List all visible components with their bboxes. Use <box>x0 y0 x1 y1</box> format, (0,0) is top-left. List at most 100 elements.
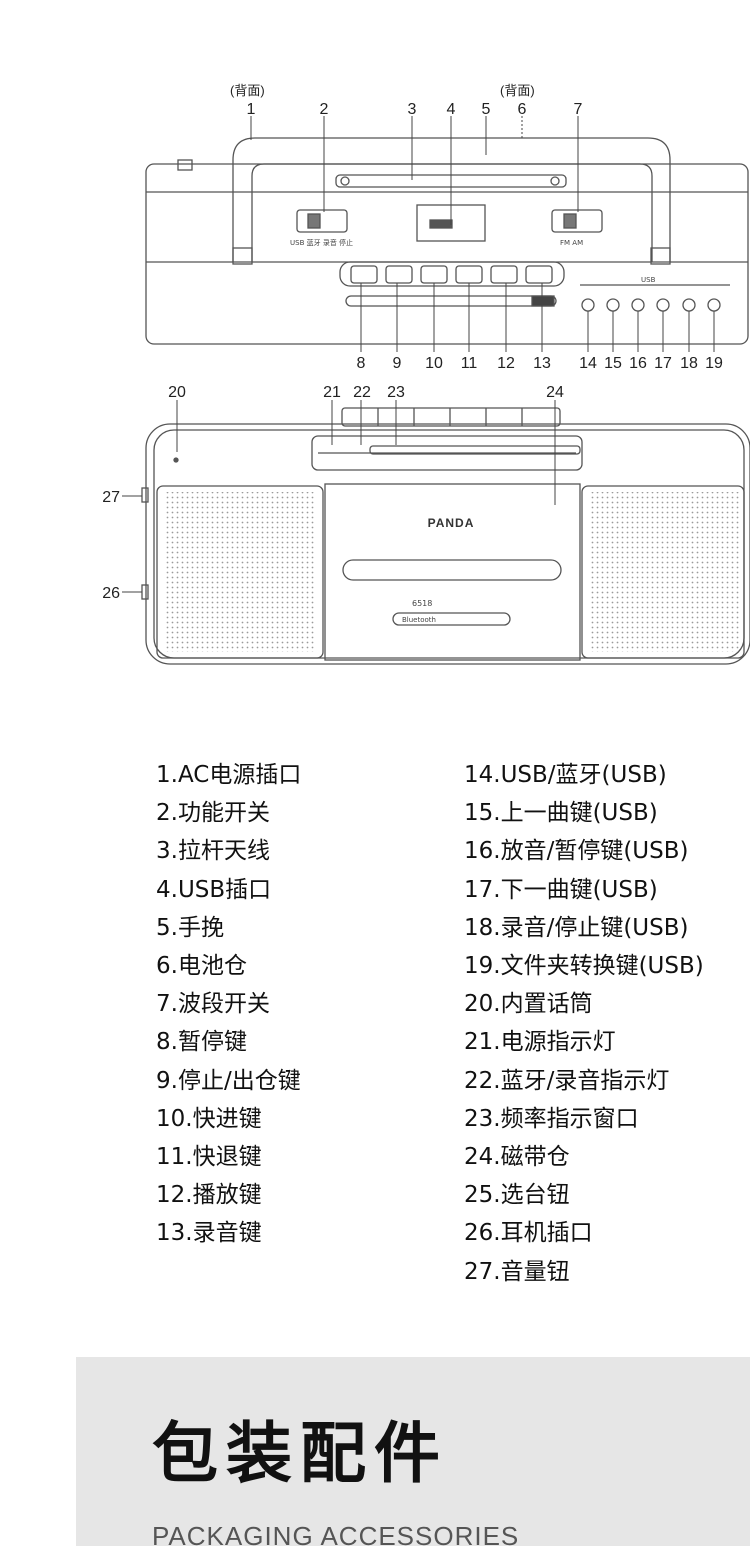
part-item: 12.播放键 <box>156 1182 262 1209</box>
prev-track-button[interactable] <box>606 298 620 312</box>
brand-logo: PANDA <box>428 516 475 530</box>
top-corner-tab <box>177 159 193 171</box>
microphone <box>173 457 179 463</box>
volume-knob[interactable] <box>141 487 149 503</box>
top-view: USB 蓝牙 录音 停止 FM AM <box>145 137 749 345</box>
callout-23: 23 <box>387 384 405 401</box>
callout-4: 4 <box>447 101 456 118</box>
callout-15: 15 <box>604 355 622 372</box>
parts-list-right: 14.USB/蓝牙(USB) 15.上一曲键(USB) 16.放音/暂停键(US… <box>464 756 704 1291</box>
bluetooth-badge: Bluetooth <box>402 616 436 624</box>
handle-foot-left <box>232 247 253 265</box>
bluetooth-badge-outline <box>392 612 511 626</box>
function-switch-knob <box>307 213 321 229</box>
packaging-subtitle: PACKAGING ACCESSORIES <box>152 1521 520 1546</box>
part-item: 14.USB/蓝牙(USB) <box>464 762 667 788</box>
function-switch-caption: USB 蓝牙 录音 停止 <box>290 238 353 247</box>
part-item: 26.耳机插口 <box>464 1220 593 1247</box>
band-switch-knob <box>563 213 577 229</box>
callout-3: 3 <box>408 101 417 118</box>
callout-12: 12 <box>497 355 515 372</box>
callout-1: 1 <box>247 101 256 118</box>
antenna-hinge-right <box>550 176 560 186</box>
part-item: 2.功能开关 <box>156 800 270 827</box>
part-item: 21.电源指示灯 <box>464 1029 616 1056</box>
part-item: 11.快退键 <box>156 1144 262 1171</box>
part-item: 23.频率指示窗口 <box>464 1105 639 1132</box>
part-item: 17.下一曲键(USB) <box>464 876 658 903</box>
record-key-badge <box>531 295 555 307</box>
stop-eject-key[interactable] <box>385 265 413 284</box>
product-diagram: USB 蓝牙 录音 停止 FM AM USB <box>102 83 750 665</box>
play-key[interactable] <box>490 265 518 284</box>
front-body-outline <box>145 423 750 665</box>
top-body-outline <box>145 163 749 345</box>
part-item: 19.文件夹转换键(USB) <box>464 953 704 980</box>
antenna-hinge-left <box>340 176 350 186</box>
callout-7: 7 <box>574 101 583 118</box>
usb-bluetooth-button[interactable] <box>581 298 595 312</box>
part-item: 5.手挽 <box>156 914 224 941</box>
callout-27: 27 <box>102 489 120 506</box>
pause-key[interactable] <box>350 265 378 284</box>
back-label-right: (背面) <box>500 83 535 98</box>
part-item: 4.USB插口 <box>156 876 272 903</box>
part-item: 20.内置话筒 <box>464 991 593 1018</box>
transport-key-strip <box>339 261 565 287</box>
front-callouts: 20 21 22 23 24 26 27 <box>102 384 564 602</box>
callout-17: 17 <box>654 355 672 372</box>
speaker-left <box>156 485 324 659</box>
callout-11: 11 <box>461 355 478 372</box>
part-item: 3.拉杆天线 <box>156 838 270 865</box>
handle-foot-right <box>650 247 671 265</box>
part-item: 6.电池仓 <box>156 953 247 980</box>
cassette-deck[interactable] <box>324 483 581 661</box>
part-item: 10.快进键 <box>156 1105 262 1132</box>
callout-22: 22 <box>353 384 371 401</box>
next-track-button[interactable] <box>656 298 670 312</box>
callout-8: 8 <box>357 355 366 372</box>
callout-14: 14 <box>579 355 597 372</box>
speaker-right <box>581 485 745 659</box>
play-pause-usb-button[interactable] <box>631 298 645 312</box>
tuning-pointer-track <box>369 445 581 455</box>
folder-switch-button[interactable] <box>707 298 721 312</box>
speaker-right-grill <box>589 492 739 652</box>
frequency-window <box>311 435 583 471</box>
band-switch[interactable] <box>551 209 603 233</box>
band-switch-caption: FM AM <box>560 239 583 247</box>
callout-9: 9 <box>393 355 402 372</box>
callout-6: 6 <box>518 101 527 118</box>
callout-2: 2 <box>320 101 329 118</box>
callout-10: 10 <box>425 355 443 372</box>
front-view <box>141 407 750 665</box>
record-key[interactable] <box>525 265 553 284</box>
rewind-key[interactable] <box>455 265 483 284</box>
model-number: 6518 <box>412 599 432 608</box>
callout-18: 18 <box>680 355 698 372</box>
part-item: 9.停止/出仓键 <box>156 1067 301 1094</box>
top-callouts: 1 2 3 4 5 6 7 8 9 10 11 12 13 14 15 16 1… <box>247 101 723 372</box>
fast-forward-key[interactable] <box>420 265 448 284</box>
part-item: 27.音量钮 <box>464 1258 570 1285</box>
packaging-section: 包装配件 PACKAGING ACCESSORIES <box>76 1357 750 1546</box>
record-stop-usb-button[interactable] <box>682 298 696 312</box>
packaging-title: 包装配件 <box>152 1415 448 1492</box>
part-item: 15.上一曲键(USB) <box>464 800 658 827</box>
back-label-left: (背面) <box>230 83 265 98</box>
front-leader-lines <box>122 400 556 593</box>
callout-13: 13 <box>533 355 551 372</box>
part-item: 24.磁带仓 <box>464 1144 570 1171</box>
callout-24: 24 <box>546 384 564 401</box>
callout-26: 26 <box>102 585 120 602</box>
function-switch[interactable] <box>296 209 348 233</box>
usb-group-label: USB <box>641 276 656 284</box>
part-item: 7.波段开关 <box>156 991 270 1018</box>
parts-list-left: 1.AC电源插口 2.功能开关 3.拉杆天线 4.USB插口 5.手挽 6.电池… <box>156 756 301 1253</box>
callout-19: 19 <box>705 355 723 372</box>
key-label-strip <box>345 295 557 307</box>
part-item: 1.AC电源插口 <box>156 762 302 788</box>
callout-20: 20 <box>168 384 186 401</box>
handle-inner <box>251 163 653 262</box>
headphone-jack[interactable] <box>141 584 149 600</box>
